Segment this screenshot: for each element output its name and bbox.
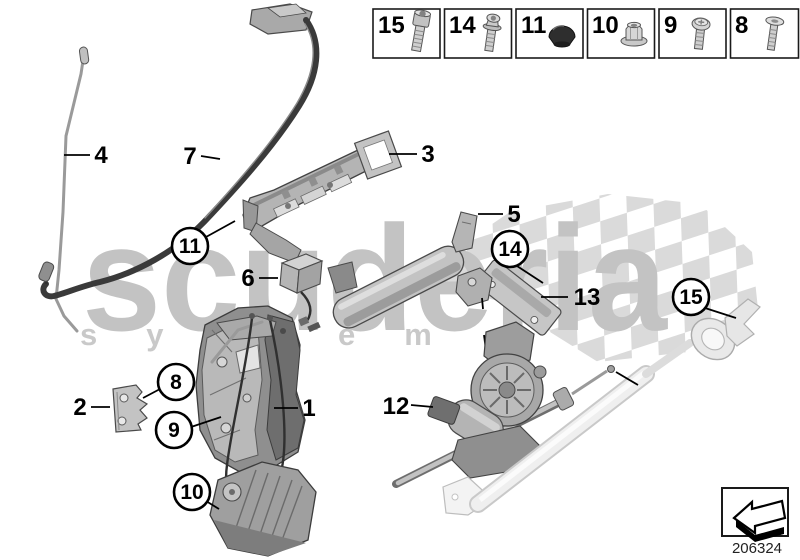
torx-flange-screw-icon	[482, 13, 502, 52]
svg-text:14: 14	[498, 238, 522, 261]
countersunk-screw-icon	[765, 16, 785, 51]
flange-nut-icon	[620, 21, 648, 47]
part-door-lock-1	[195, 305, 306, 473]
legend-cell-9[interactable]: 9	[658, 8, 727, 59]
pan-head-screw-icon	[691, 17, 711, 50]
legend-cell-11[interactable]: 11	[515, 8, 584, 59]
callout-5[interactable]: 5	[478, 201, 521, 228]
svg-text:11: 11	[179, 235, 202, 258]
svg-text:1: 1	[302, 395, 315, 422]
callout-2[interactable]: 2	[73, 394, 110, 421]
legend-cell-8[interactable]: 8	[729, 8, 800, 59]
legend-number: 15	[378, 12, 405, 39]
svg-text:3: 3	[421, 141, 434, 168]
doc-footer: 206324	[721, 487, 789, 557]
svg-text:2: 2	[73, 394, 86, 421]
part-drive-unit-10	[209, 461, 317, 557]
callout-13[interactable]: 13	[541, 284, 600, 311]
callout-circled-11[interactable]: 11	[170, 220, 236, 266]
legend-cell-15[interactable]: 15	[372, 8, 441, 59]
part-bracket-13	[455, 259, 562, 359]
svg-text:15: 15	[679, 286, 703, 309]
callout-circled-10[interactable]: 10	[172, 472, 220, 512]
callout-7[interactable]: 7	[183, 143, 221, 170]
part-handle-carrier-3	[242, 130, 403, 264]
carrier-frame	[353, 130, 403, 180]
callout-circled-8[interactable]: 8	[142, 362, 196, 402]
doc-number: 206324	[732, 540, 782, 557]
part-cable-assembly-15	[442, 298, 761, 516]
legend-cell-14[interactable]: 14	[443, 8, 513, 59]
svg-text:4: 4	[94, 142, 108, 169]
svg-text:5: 5	[507, 201, 520, 228]
part-striker-plate-2	[112, 384, 149, 433]
callout-12[interactable]: 12	[383, 393, 434, 420]
sealing-plug-icon	[548, 25, 576, 48]
svg-text:6: 6	[241, 265, 254, 292]
cheese-head-screw-icon	[411, 9, 432, 53]
callouts: 4 7 3 5 6 1 2 12	[64, 141, 737, 512]
watermark-brand: scuderia	[82, 194, 668, 362]
callout-1[interactable]: 1	[274, 395, 316, 422]
legend-number: 14	[449, 12, 476, 39]
fastener-legend: 15 14 11	[372, 8, 800, 59]
direction-arrow-icon	[732, 499, 787, 542]
legend-cell-10[interactable]: 10	[586, 8, 656, 59]
legend-number: 11	[521, 12, 546, 39]
part-lock-rod-4	[54, 46, 90, 333]
legend-number: 9	[664, 12, 677, 39]
svg-text:8: 8	[170, 371, 182, 394]
callout-6[interactable]: 6	[241, 265, 278, 292]
callout-circled-15[interactable]: 15	[615, 277, 737, 386]
svg-text:12: 12	[383, 393, 410, 420]
callout-3[interactable]: 3	[389, 141, 435, 168]
callout-circled-9[interactable]: 9	[154, 410, 222, 450]
svg-text:10: 10	[180, 481, 203, 504]
callout-4[interactable]: 4	[64, 142, 108, 169]
legend-number: 10	[592, 12, 619, 39]
part-module-6	[279, 253, 324, 333]
callout-circled-14[interactable]: 14	[490, 229, 544, 284]
svg-text:7: 7	[183, 143, 196, 170]
part-door-handle-5	[327, 211, 478, 329]
svg-text:9: 9	[168, 419, 180, 442]
legend-number: 8	[735, 12, 748, 39]
svg-text:13: 13	[574, 284, 601, 311]
